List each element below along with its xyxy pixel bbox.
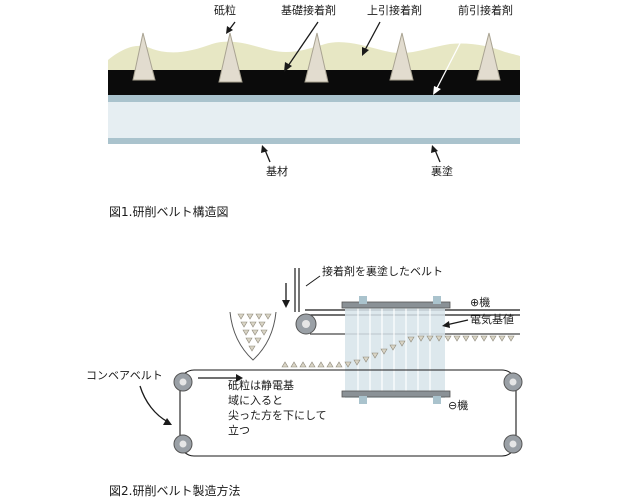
back-coat-layer xyxy=(108,138,520,144)
label-electrostatic-plate: 電気基値 xyxy=(470,312,514,326)
conveyor-belt xyxy=(179,369,517,457)
plus-electrode-plate xyxy=(341,301,451,309)
grain-spike xyxy=(304,32,329,83)
label-conveyor-belt: コンベアベルト xyxy=(86,369,163,382)
minus-electrode-plate xyxy=(341,390,451,398)
figure2-manufacturing: 接着剤を裏塗したベルト xyxy=(86,264,523,498)
label-minus-machine: ⊖機 xyxy=(448,398,468,412)
figure2-caption: 図2.研削ベルト製造方法 xyxy=(109,483,240,498)
grain-spike xyxy=(218,32,243,83)
roller-hub xyxy=(302,320,310,328)
feed-arrowhead xyxy=(282,300,290,308)
grain-note-line-3: 尖った方を下にして xyxy=(228,408,327,422)
plate-leader-arrowhead xyxy=(442,321,450,328)
figure1-belt-structure: 砥粒 基礎接着剤 上引接着剤 前引接着剤 基材 裏塗 図1.研削ベルト構造図 xyxy=(108,3,520,219)
conveyor-leader xyxy=(139,385,169,423)
plus-electrode-post xyxy=(359,296,367,304)
label-plus-machine: ⊕機 xyxy=(470,295,490,309)
label-top-adhesive: 上引接着剤 xyxy=(367,3,422,17)
grain-spike xyxy=(132,32,156,81)
grain-note-line-1: 砥粒は静電基 xyxy=(228,378,294,392)
grain-spike xyxy=(389,32,414,81)
leader-arrows-fig1 xyxy=(228,21,472,163)
figure1-caption: 図1.研削ベルト構造図 xyxy=(109,205,228,219)
grain-note-line-4: 立つ xyxy=(228,423,250,437)
adhesive-belt-leader xyxy=(305,275,321,287)
label-substrate: 基材 xyxy=(266,164,288,178)
substrate-layer xyxy=(108,102,520,138)
minus-electrode-post xyxy=(359,396,367,404)
grain-note-arrowhead xyxy=(236,374,243,382)
conveyor-grains xyxy=(281,335,515,368)
hopper-grains xyxy=(237,313,272,352)
conveyor-rollers xyxy=(173,372,523,454)
plus-electrode-post xyxy=(433,296,441,304)
label-adhesive-belt: 接着剤を裏塗したベルト xyxy=(322,264,443,278)
label-back-coat: 裏塗 xyxy=(431,164,453,178)
conveyor-leader-arrowhead xyxy=(163,418,172,425)
label-base-adhesive: 基礎接着剤 xyxy=(281,3,336,17)
label-pre-adhesive: 前引接着剤 xyxy=(458,3,513,17)
pre-adhesive-layer xyxy=(108,95,520,102)
arrowheads-fig1 xyxy=(226,26,438,153)
grain-hopper xyxy=(229,311,277,361)
electrostatic-field xyxy=(345,302,445,398)
minus-electrode-post xyxy=(433,396,441,404)
plate-leader xyxy=(445,319,469,326)
grain-spike xyxy=(476,32,501,81)
grain-note-line-2: 域に入ると xyxy=(228,394,283,407)
arrowhead-white xyxy=(433,86,441,95)
label-grain: 砥粒 xyxy=(214,3,236,17)
